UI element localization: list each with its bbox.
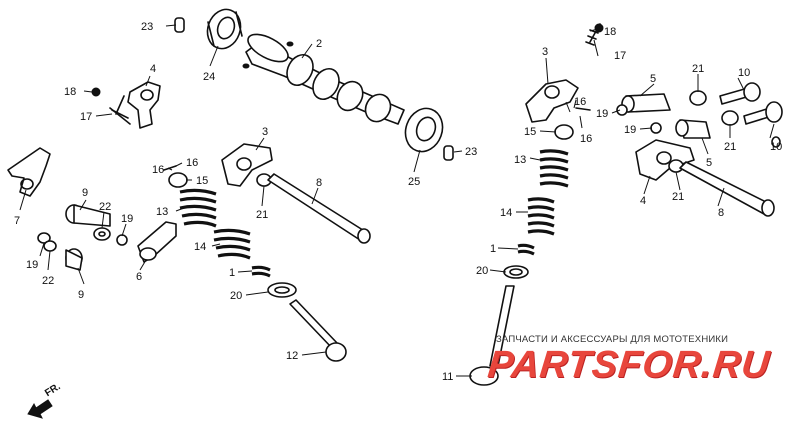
retainer-1-right <box>517 243 535 256</box>
seat-20-left <box>267 282 297 298</box>
cap-15b <box>554 124 574 140</box>
spring-13-left <box>179 188 217 228</box>
callout-19d: 19 <box>624 124 636 136</box>
washer-22a <box>93 227 111 241</box>
rocker-arm-3-left <box>221 143 273 187</box>
callout-23b: 23 <box>465 146 477 158</box>
callout-4a: 4 <box>150 63 156 75</box>
bolt-10b <box>743 101 783 125</box>
callout-22b: 22 <box>42 275 54 287</box>
dowel-pin-23b <box>443 145 454 161</box>
callout-11: 11 <box>442 371 453 383</box>
callout-21c: 21 <box>724 141 736 153</box>
oring-21b <box>689 90 707 106</box>
callout-8b: 8 <box>718 207 724 219</box>
rocker-arm-3-right <box>525 79 579 123</box>
leader-lines <box>19 24 775 377</box>
callout-25: 25 <box>408 176 420 188</box>
callout-15a: 15 <box>196 175 208 187</box>
callout-20b: 20 <box>476 265 488 277</box>
spring-13-right <box>539 149 569 188</box>
callout-3a: 3 <box>262 126 268 138</box>
seat-20-right <box>503 265 529 279</box>
pushrod-8-right <box>679 161 775 217</box>
valve-11 <box>469 285 515 386</box>
callout-14a: 14 <box>194 241 206 253</box>
callout-16d: 16 <box>580 133 592 145</box>
callout-8a: 8 <box>316 177 322 189</box>
callout-13a: 13 <box>156 206 168 218</box>
callout-1a: 1 <box>229 267 235 279</box>
rocker-shaft-5a <box>621 93 671 113</box>
callout-22a: 22 <box>99 201 111 213</box>
front-arrow-icon <box>27 399 53 419</box>
callout-13b: 13 <box>514 154 526 166</box>
callout-3b: 3 <box>542 46 548 58</box>
callout-19a: 19 <box>121 213 133 225</box>
callout-10b: 10 <box>770 141 782 153</box>
callout-1b: 1 <box>490 243 496 255</box>
spring-14-left <box>213 228 251 260</box>
callout-21a: 21 <box>256 209 268 221</box>
rocker-arm-4-right <box>635 139 695 181</box>
callout-16b: 16 <box>186 157 198 169</box>
watermark-tagline: ЗАПЧАСТИ И АКСЕССУАРЫ ДЛЯ МОТОТЕХНИКИ <box>496 334 729 345</box>
rocker-arm-6 <box>137 221 177 263</box>
callout-17b: 17 <box>614 50 626 62</box>
callout-21b: 21 <box>692 63 704 75</box>
callout-4b: 4 <box>640 195 646 207</box>
rocker-shaft-9b <box>65 248 83 271</box>
callouts: 23 2 24 25 23 4 18 17 7 9 22 19 19 22 9 … <box>14 21 782 383</box>
callout-15b: 15 <box>524 126 536 138</box>
callout-6: 6 <box>136 271 142 283</box>
bearing-24 <box>206 8 243 50</box>
adjuster-17a <box>109 107 131 125</box>
nut-18b <box>594 23 604 33</box>
callout-16a: 16 <box>152 164 164 176</box>
callout-5a: 5 <box>650 73 656 85</box>
dowel-pin-23a <box>174 17 185 33</box>
rocker-shaft-5b <box>675 119 711 139</box>
callout-10a: 10 <box>738 67 750 79</box>
callout-19c: 19 <box>596 108 608 120</box>
callout-21d: 21 <box>672 191 684 203</box>
callout-16c: 16 <box>574 96 586 108</box>
callout-14b: 14 <box>500 207 512 219</box>
nut-18a <box>91 87 101 97</box>
spring-14-right <box>527 197 555 236</box>
pushrod-8-left <box>267 173 371 244</box>
oring-19c <box>616 104 628 116</box>
callout-9b: 9 <box>78 289 84 301</box>
rocker-arm-4-left <box>111 81 161 129</box>
oring-19d <box>650 122 662 134</box>
callout-12: 12 <box>286 350 298 362</box>
rocker-arm-7 <box>7 147 51 197</box>
callout-17a: 17 <box>80 111 92 123</box>
washer-22b <box>43 240 57 252</box>
callout-9a: 9 <box>82 187 88 199</box>
callout-19b: 19 <box>26 259 38 271</box>
oring-19a <box>116 234 128 246</box>
callout-5b: 5 <box>706 157 712 169</box>
valve-12 <box>289 299 347 362</box>
callout-7: 7 <box>14 215 20 227</box>
callout-18b: 18 <box>604 26 616 38</box>
callout-18a: 18 <box>64 86 76 98</box>
watermark-logo: PARTSFOR.RU <box>485 344 773 386</box>
bolt-10a <box>719 82 761 105</box>
camshaft <box>242 33 405 125</box>
rocker-shaft-9a <box>65 204 111 227</box>
callout-20a: 20 <box>230 290 242 302</box>
callout-2: 2 <box>316 38 322 50</box>
callout-23a: 23 <box>141 21 153 33</box>
callout-24: 24 <box>203 71 215 83</box>
bearing-25 <box>404 107 444 153</box>
retainer-1-left <box>251 265 271 278</box>
cap-15a <box>168 172 188 188</box>
oring-21c <box>721 110 739 126</box>
